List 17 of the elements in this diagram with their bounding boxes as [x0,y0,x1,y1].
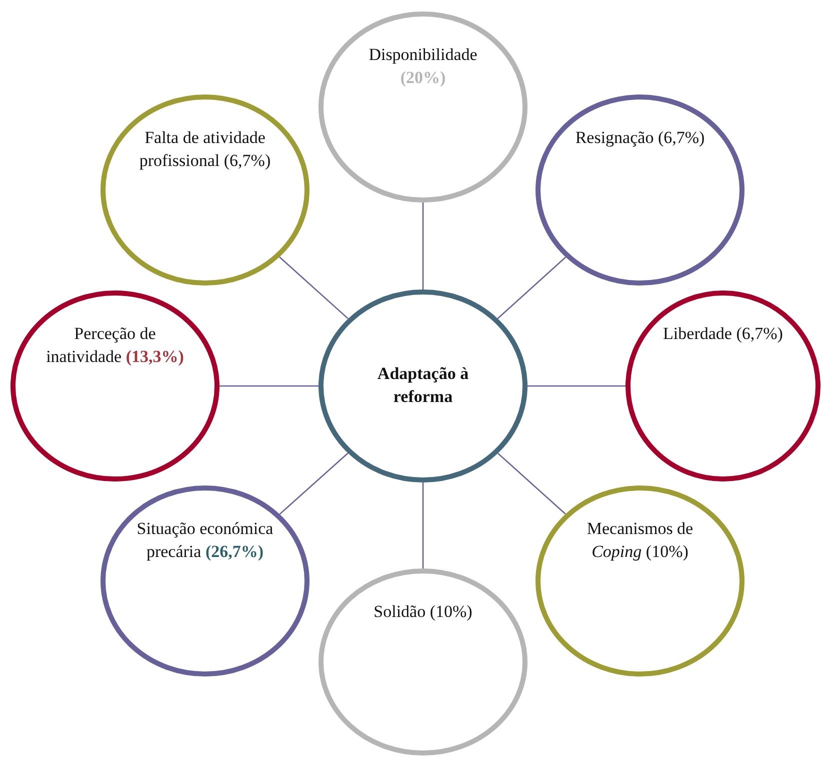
node-label: Solidão (10%) [374,601,472,623]
connector-line [279,256,349,320]
connector-line [220,385,318,387]
connector-line [497,452,566,515]
node-label: Falta de atividade profissional (6,7%) [138,127,272,172]
node-label: Disponibilidade (20%) [368,44,478,89]
node-label: Mecanismos de Coping (10%) [586,518,694,563]
connector-line [279,452,348,515]
node-label: Situação económica precária (26,7%) [136,518,274,563]
node-label: Perceção de inatividade (13,3%) [45,323,185,368]
node-label: Liberdade (6,7%) [663,323,783,345]
connector-line [497,256,566,319]
node-label: Adaptação à reforma [376,363,470,408]
connector-line [422,482,424,568]
connector-line [528,385,626,387]
node-label: Resignação (6,7%) [575,127,705,149]
connector-line [422,202,424,290]
